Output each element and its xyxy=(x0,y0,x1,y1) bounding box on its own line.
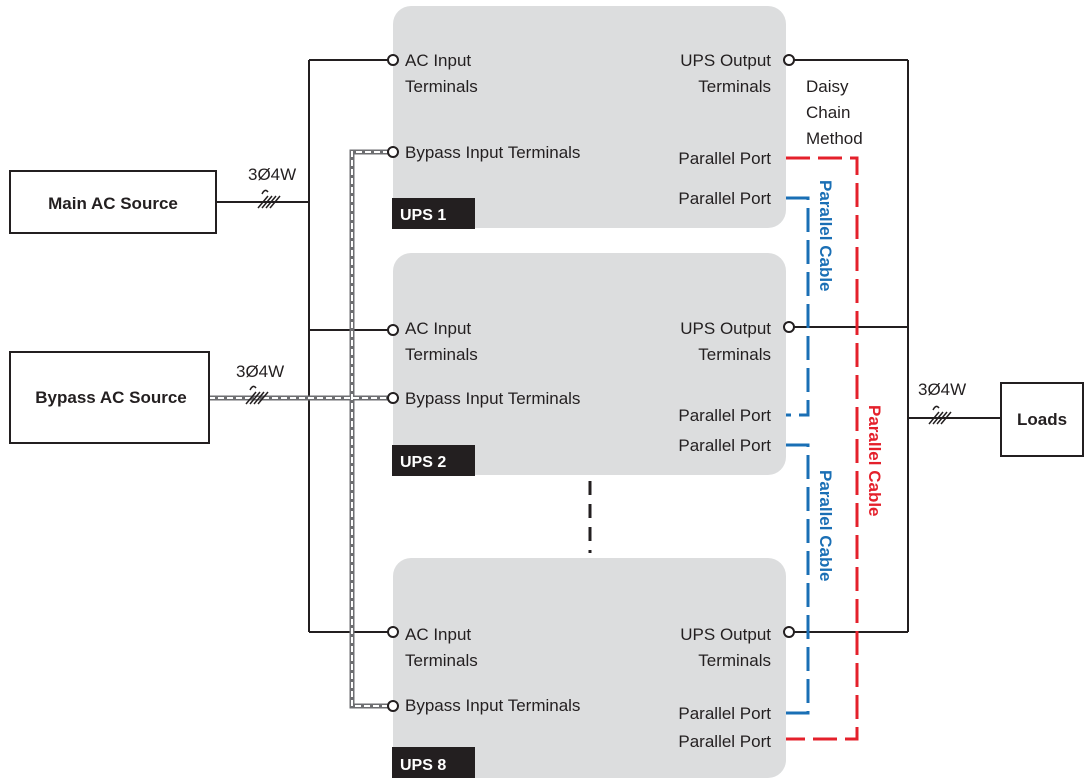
loads-label: Loads xyxy=(1017,410,1067,429)
ups-1-parallel-port-2: Parallel Port xyxy=(678,189,771,208)
load-wiring-label: 3Ø4W xyxy=(918,380,966,399)
ups-8-parallel-port-1: Parallel Port xyxy=(678,704,771,723)
daisy-chain-line-3: Method xyxy=(806,129,863,148)
ups-1-ac-input-terminal xyxy=(387,54,399,66)
ups-1-output-label-line2: Terminals xyxy=(698,77,771,96)
ups-1-cabinet xyxy=(393,6,786,228)
ups-1-bypass-label: Bypass Input Terminals xyxy=(405,143,580,162)
ups-2-tag xyxy=(392,445,475,476)
ups-8-labels: AC Input Terminals Bypass Input Terminal… xyxy=(392,625,771,778)
blue-parallel-cables xyxy=(786,196,810,715)
main-wiring-mark: 3Ø4W xyxy=(248,165,296,209)
ups-8-ac-input-terminal xyxy=(387,626,399,638)
main-wiring-label: 3Ø4W xyxy=(248,165,296,184)
terminal-connectors xyxy=(387,54,795,712)
ups-1-parallel-port-1: Parallel Port xyxy=(678,149,771,168)
ups-8-output-label: UPS Output xyxy=(680,625,771,644)
blue-cable-upper-label: Parallel Cable xyxy=(816,180,835,292)
main-ac-bus xyxy=(216,59,389,633)
ups-8-tag xyxy=(392,747,475,778)
red-cable-label: Parallel Cable xyxy=(865,405,884,517)
blue-cable-upper xyxy=(786,196,810,417)
ups-8-bypass-label: Bypass Input Terminals xyxy=(405,696,580,715)
red-daisy-chain-cable xyxy=(786,156,859,741)
ups-1-tag xyxy=(392,198,475,229)
ups-8-output-label-line2: Terminals xyxy=(698,651,771,670)
ups-8-ac-input-label-line2: Terminals xyxy=(405,651,478,670)
ups-2-parallel-port-1: Parallel Port xyxy=(678,406,771,425)
ups-8-output-terminal xyxy=(783,626,795,638)
ups-2-ac-input-label-line2: Terminals xyxy=(405,345,478,364)
ups-2-ac-input-label: AC Input xyxy=(405,319,471,338)
ups-2-output-label: UPS Output xyxy=(680,319,771,338)
ups-2-parallel-port-2: Parallel Port xyxy=(678,436,771,455)
loads-box: Loads xyxy=(1000,382,1084,457)
main-ac-source-label: Main AC Source xyxy=(48,194,178,213)
ups-1-tag-label: UPS 1 xyxy=(400,207,446,224)
bypass-ac-source-label: Bypass AC Source xyxy=(35,388,186,407)
bypass-ac-source-box: Bypass AC Source xyxy=(9,351,210,444)
ups-2-labels: AC Input Terminals Bypass Input Terminal… xyxy=(392,319,771,476)
ups-2-output-label-line2: Terminals xyxy=(698,345,771,364)
ups-2-bypass-terminal xyxy=(387,392,399,404)
daisy-chain-line-1: Daisy xyxy=(806,77,849,96)
blue-cable-lower-label: Parallel Cable xyxy=(816,470,835,582)
ups-2-output-terminal xyxy=(783,321,795,333)
daisy-chain-label: Daisy Chain Method xyxy=(806,77,863,148)
load-wiring-mark: 3Ø4W xyxy=(918,380,966,425)
ups-2-ac-input-terminal xyxy=(387,324,399,336)
daisy-chain-line-2: Chain xyxy=(806,103,850,122)
ups-1-labels: AC Input Terminals Bypass Input Terminal… xyxy=(392,51,771,229)
ups-1-bypass-terminal xyxy=(387,146,399,158)
ups-1-output-terminal xyxy=(783,54,795,66)
ups-8-parallel-port-2: Parallel Port xyxy=(678,732,771,751)
bypass-wiring-label: 3Ø4W xyxy=(236,362,284,381)
ups-2-tag-label: UPS 2 xyxy=(400,454,446,471)
ups-2-cabinet xyxy=(393,253,786,475)
ups-8-cabinet xyxy=(393,558,786,778)
main-ac-source-box: Main AC Source xyxy=(9,170,217,234)
bypass-bus xyxy=(209,149,389,709)
bypass-wiring-mark: 3Ø4W xyxy=(236,362,284,405)
ups-8-tag-label: UPS 8 xyxy=(400,757,446,774)
ups-2-bypass-label: Bypass Input Terminals xyxy=(405,389,580,408)
ups-1-output-label: UPS Output xyxy=(680,51,771,70)
output-bus xyxy=(793,59,1001,633)
ups-1-ac-input-label-line2: Terminals xyxy=(405,77,478,96)
ups-8-ac-input-label: AC Input xyxy=(405,625,471,644)
blue-cable-lower xyxy=(786,443,810,715)
ups-1-ac-input-label: AC Input xyxy=(405,51,471,70)
ups-8-bypass-terminal xyxy=(387,700,399,712)
